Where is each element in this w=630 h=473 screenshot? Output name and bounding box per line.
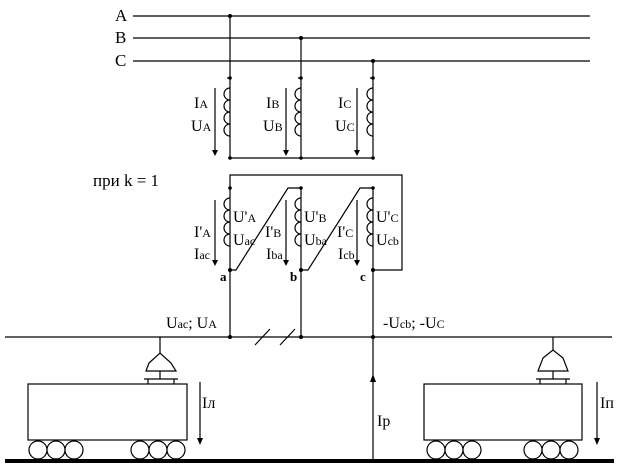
secondary-current-b: I'B [265,224,281,241]
node-c-label: c [360,269,366,284]
secondary-windings [214,174,403,460]
secondary-voltage-cb: Ucb [376,232,399,249]
phase-a-label: A [115,6,128,25]
phase-b-label: B [115,28,126,47]
right-load-current: Iп [600,395,614,412]
secondary-line-current-ba: Iba [266,246,283,263]
secondary-voltage-a: U'A [233,209,256,226]
node-b-label: b [290,269,297,284]
left-section-voltage: Uac; UA [166,315,217,332]
node-a-label: a [220,269,227,284]
primary-current-a: IA [194,95,208,112]
primary-windings [214,16,374,159]
secondary-line-current-cb: Icb [338,246,355,263]
primary-current-c: IC [338,95,351,112]
left-load-current: Iл [202,395,215,412]
right-section-voltage: -Ucb; -UC [383,315,445,332]
left-locomotive [27,337,201,460]
secondary-current-c: I'C [337,224,353,241]
secondary-line-current-ac: Iac [194,246,210,263]
rail [5,459,614,463]
primary-voltage-c: UC [335,118,355,135]
condition-label: при k = 1 [93,171,159,190]
rail-current: Iр [377,413,390,430]
secondary-voltage-ba: Uba [304,232,328,249]
secondary-voltage-b: U'B [304,209,326,226]
secondary-current-a: I'A [194,224,211,241]
right-locomotive [423,337,598,460]
contact-wire [5,328,612,346]
secondary-voltage-ac: Uac [233,232,255,249]
primary-current-b: IB [266,95,279,112]
primary-voltage-a: UA [191,118,212,135]
secondary-voltage-c: U'C [376,209,398,226]
primary-voltage-b: UB [263,118,283,135]
phase-c-label: C [115,51,126,70]
